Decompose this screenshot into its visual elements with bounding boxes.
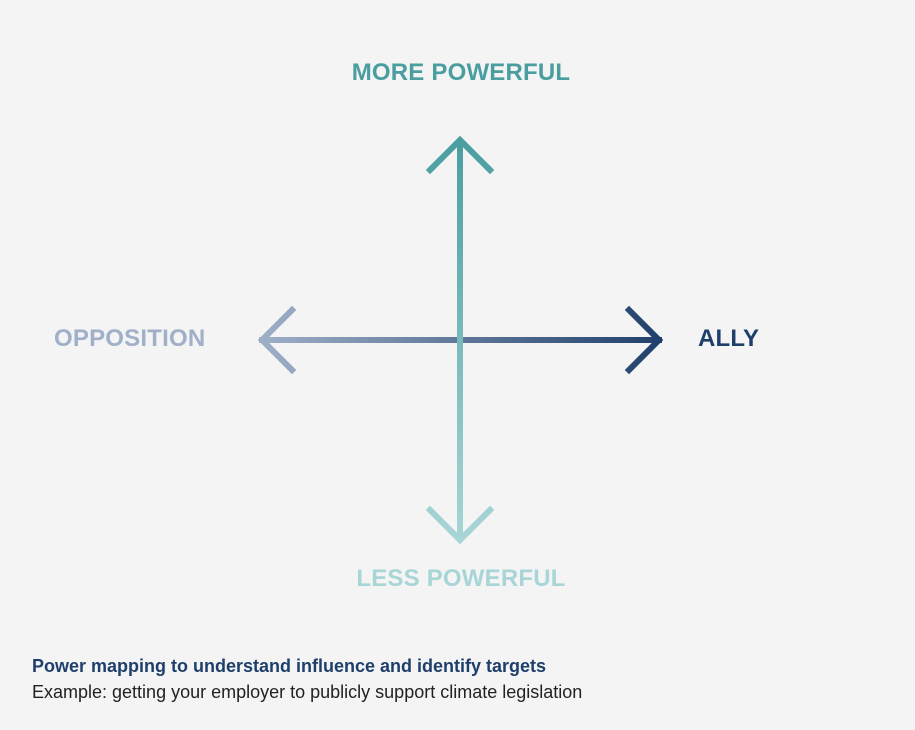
vertical-axis-arrow <box>425 135 495 545</box>
opposition-label: OPPOSITION <box>54 325 206 352</box>
more-powerful-label: MORE POWERFUL <box>351 59 571 86</box>
caption-subtitle: Example: getting your employer to public… <box>32 682 583 702</box>
less-powerful-label: LESS POWERFUL <box>356 565 566 592</box>
more-powerful-arrowhead <box>425 135 495 175</box>
ally-arrowhead <box>624 305 664 375</box>
less-powerful-arrowhead <box>425 505 495 545</box>
ally-label: ALLY <box>698 325 760 352</box>
opposition-arrowhead <box>257 305 297 375</box>
caption-title: Power mapping to understand influence an… <box>32 656 547 676</box>
